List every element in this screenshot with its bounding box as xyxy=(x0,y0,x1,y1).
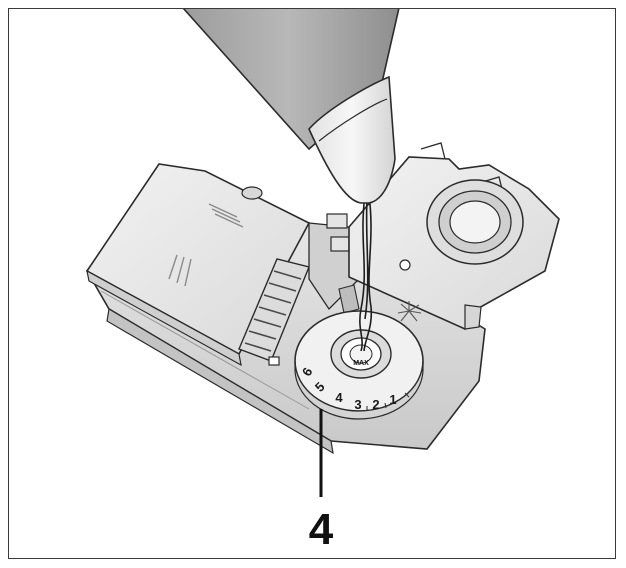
detergent-cover xyxy=(85,163,311,367)
dial-number-4: 4 xyxy=(335,390,343,405)
rinse-aid-lid-open xyxy=(348,142,560,331)
callout-4: 4 xyxy=(309,409,334,554)
bottle-nozzle xyxy=(308,75,396,204)
rinse-aid-bottle xyxy=(182,9,400,204)
lid-seal-center xyxy=(449,200,501,244)
dial-number-2: 2 xyxy=(372,397,379,412)
max-label: MAX xyxy=(353,360,369,367)
cover-latch-grille xyxy=(238,258,310,366)
hinge-area xyxy=(308,213,362,314)
diagram-frame: MAX 1 2 3 4 5 6 4 xyxy=(8,8,616,559)
rinse-aid-reservoir: MAX 1 2 3 4 5 6 xyxy=(294,310,424,420)
vent-marks xyxy=(168,203,244,287)
liquid-stream xyxy=(359,194,373,352)
dial-number-3: 3 xyxy=(354,397,361,412)
lid-hole xyxy=(399,259,411,271)
dispenser-diagram: MAX 1 2 3 4 5 6 4 xyxy=(85,9,560,554)
cover-knob xyxy=(241,186,263,200)
callout-number: 4 xyxy=(309,505,334,554)
dial-number-1: 1 xyxy=(389,392,396,407)
sun-indicator-icon xyxy=(397,301,422,322)
